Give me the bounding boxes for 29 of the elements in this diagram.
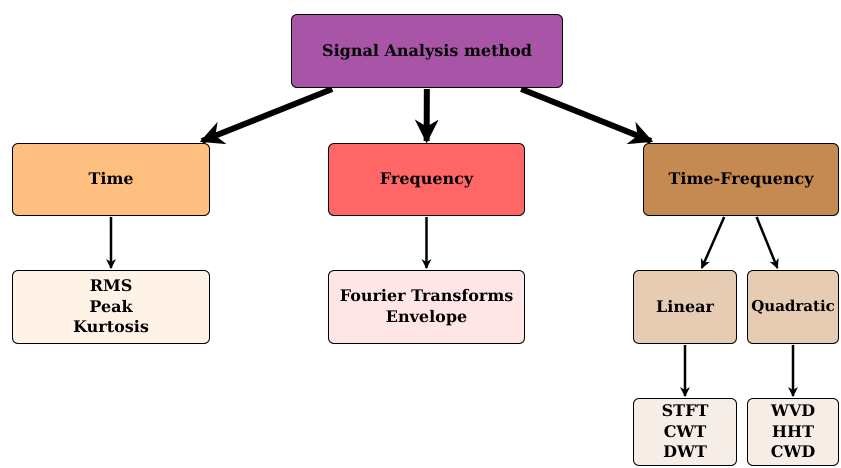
method-box xyxy=(12,270,210,344)
node-label: Signal Analysis method xyxy=(322,40,532,62)
arrow xyxy=(680,345,690,397)
arrow xyxy=(755,216,779,269)
method-box xyxy=(328,270,525,344)
node-label: Time-Frequency xyxy=(668,169,814,190)
arrow xyxy=(106,217,116,269)
node-label: Frequency xyxy=(380,169,474,190)
node-label: Fourier Transforms Envelope xyxy=(338,286,514,328)
arrow xyxy=(700,216,726,269)
node-label: Quadratic xyxy=(751,297,835,317)
arrow xyxy=(788,345,798,397)
node-label: Time xyxy=(88,169,134,190)
arrow xyxy=(520,86,654,144)
category-box xyxy=(643,143,839,216)
arrow xyxy=(200,86,334,144)
arrow xyxy=(414,88,439,144)
method-box xyxy=(747,270,839,344)
category-box xyxy=(12,143,210,216)
node-label: RMS Peak Kurtosis xyxy=(72,276,150,338)
category-box xyxy=(328,143,525,216)
node-label: WVD HHT CWD xyxy=(770,400,816,464)
arrow xyxy=(422,217,432,269)
method-box xyxy=(747,398,839,466)
node-label: Linear xyxy=(656,296,714,318)
method-box xyxy=(633,270,737,344)
method-box xyxy=(633,398,737,466)
root-box xyxy=(291,14,563,88)
node-label: STFT CWT DWT xyxy=(660,400,710,464)
